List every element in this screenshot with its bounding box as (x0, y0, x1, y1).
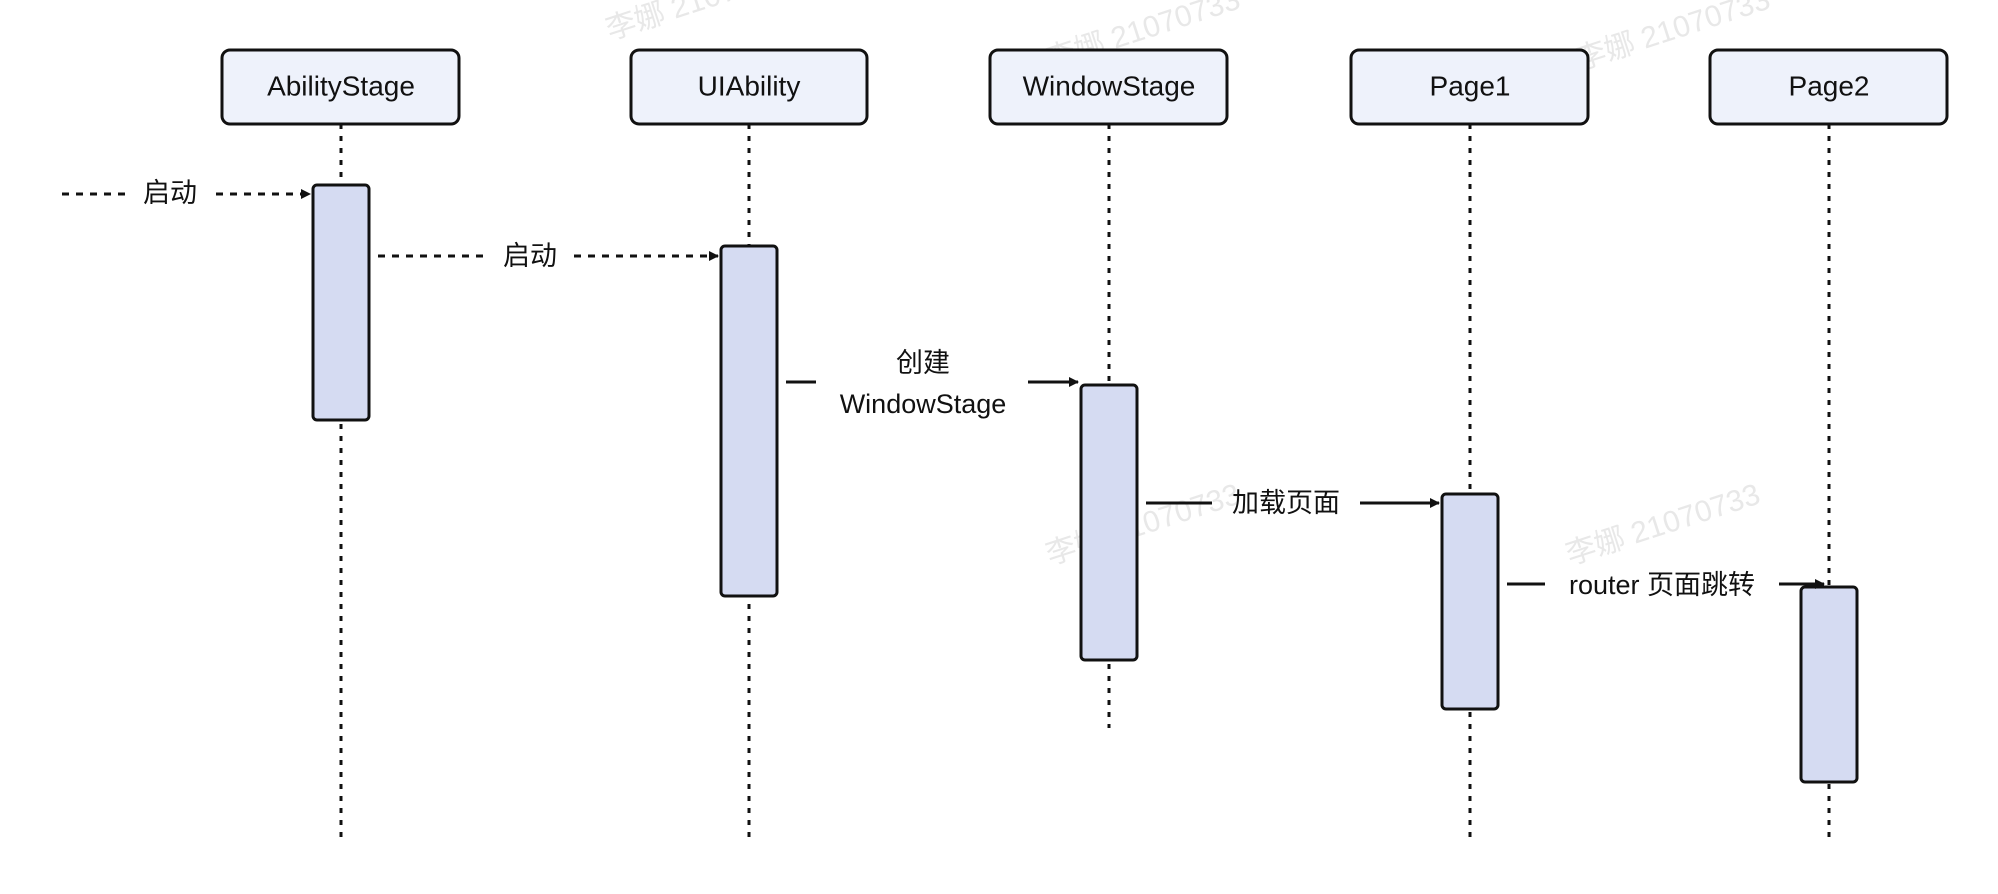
participant-label: UIAbility (698, 70, 801, 101)
participant-page1: Page1 (1349, 48, 1590, 126)
message-label: 启动 (143, 178, 197, 208)
participant-label: WindowStage (1023, 70, 1196, 101)
message-label-line-1: 创建 (896, 348, 950, 378)
message-label-bg (130, 175, 210, 213)
watermark-1: 李娜 21070733 (602, 0, 804, 47)
participant-box (629, 48, 869, 126)
activation-page1 (1440, 492, 1500, 711)
message-label: 加载页面 (1232, 488, 1340, 518)
activation-page2 (1799, 585, 1859, 784)
participant-box (220, 48, 461, 126)
participant-page2: Page2 (1708, 48, 1949, 126)
message-label-line-2: WindowStage (840, 389, 1007, 419)
participant-label: AbilityStage (267, 70, 415, 101)
participant-label: Page2 (1789, 70, 1870, 101)
message-label-bg (489, 237, 571, 275)
participant-label: Page1 (1430, 70, 1511, 101)
activation-uiability (719, 244, 779, 598)
participant-box (1708, 48, 1949, 126)
activation-abilitystage (311, 183, 371, 422)
message-label: 启动 (503, 241, 557, 271)
participant-box (988, 48, 1229, 126)
watermark-5: 李娜 21070733 (1562, 478, 1764, 572)
participant-abilitystage: AbilityStage (220, 48, 461, 126)
participant-windowstage: WindowStage (988, 48, 1229, 126)
message-start-uiability: 启动 (378, 237, 719, 275)
participant-uiability: UIAbility (629, 48, 869, 126)
message-start-abilitystage: 启动 (62, 175, 311, 213)
message-label: router 页面跳转 (1569, 570, 1755, 600)
watermark-4: 李娜 21070733 (1042, 478, 1244, 572)
participant-box (1349, 48, 1590, 126)
message-load-page: 加载页面 (1146, 488, 1440, 518)
message-create-windowstage: 创建 WindowStage (786, 348, 1079, 419)
message-router-navigate: router 页面跳转 (1507, 570, 1825, 600)
activation-windowstage (1079, 383, 1139, 662)
